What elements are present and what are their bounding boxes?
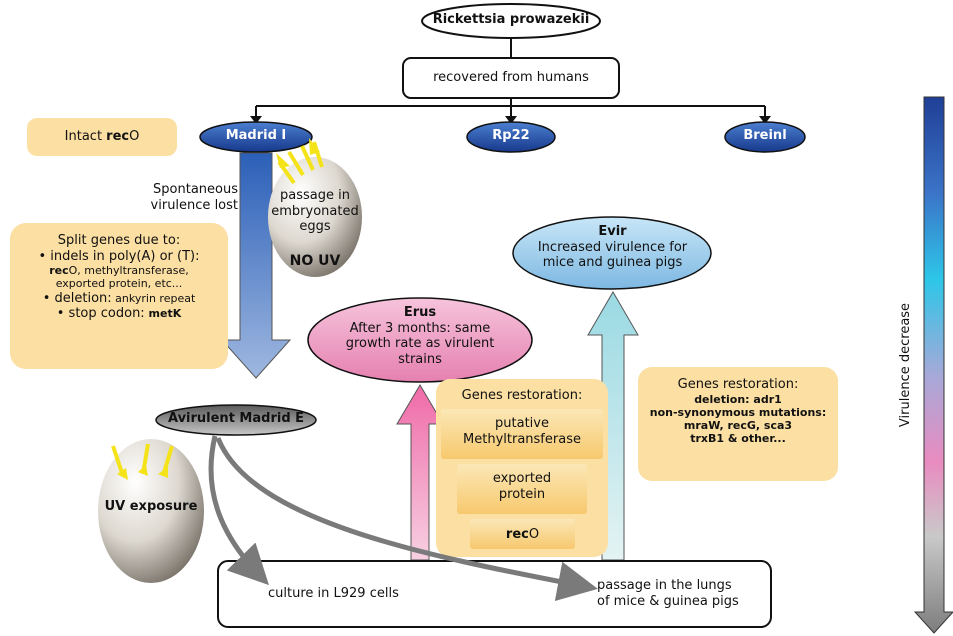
egg-passage-text: passage in embryonated eggs [271,188,359,235]
intact-text: Intact recO [64,129,140,144]
restoration1-gene2: exported protein [492,471,552,502]
breinl-ellipse [724,121,806,153]
virulence-label: Virulence decrease [898,302,913,428]
recovered-box [402,57,620,99]
erus-up-arrow [396,384,444,561]
branch-lines [255,97,766,118]
split-genes-text: Split genes due to: • indels in poly(A) … [38,233,200,322]
spontaneous-text: Spontaneous virulence lost [150,182,238,213]
recovered-text: recovered from humans [433,70,589,85]
restoration1-gene3-bar [470,519,575,549]
restoration1-gene3: recO [505,527,540,542]
breinl-label: Breinl [743,128,787,143]
evir-ellipse [512,216,712,290]
restoration2-box [638,367,838,481]
restoration1-gene1-bar [441,409,603,459]
arrowhead-rp22 [505,116,517,124]
uv-arrowheads-icon [117,465,168,480]
egg-embryonated-icon [268,157,362,277]
restoration1-gene2-bar [457,464,587,514]
arrowhead-breinl [759,116,771,124]
culture-text: culture in L929 cells [268,586,399,601]
restoration2-text: Genes restoration: deletion: adr1 non-sy… [649,377,827,446]
restoration1-gene1: putative Methyltransferase [463,416,581,447]
bottom-box [217,560,772,628]
virulence-lost-arrow [220,152,292,379]
lungs-arrow [215,437,598,602]
virulence-gradient-arrow [913,96,953,634]
restoration1-title: Genes restoration: [461,388,583,403]
title-ellipse [421,3,601,39]
title-text: Rickettsia prowazekii [432,12,590,27]
avirulent-ellipse [155,404,317,436]
no-uv-text: NO UV [289,253,341,269]
culture-arrow [208,435,269,586]
lungs-text: passage in the lungs of mice & guinea pi… [597,578,739,609]
erus-ellipse [307,297,533,383]
arrowhead-madrid [250,116,262,124]
split-genes-box [10,223,228,369]
madrid1-label: Madrid I [225,128,287,143]
madrid1-ellipse [199,121,313,153]
rp22-label: Rp22 [492,128,530,143]
evir-text: Evir Increased virulence for mice and gu… [537,224,688,271]
uv-exposure-text: UV exposure [104,499,198,514]
no-uv-arrowheads-icon [276,138,320,168]
intact-box [27,118,177,156]
evir-up-arrow [587,291,639,561]
avirulent-label: Avirulent Madrid E [167,411,305,426]
rp22-ellipse [466,121,556,153]
erus-text: Erus After 3 months: same growth rate as… [345,305,495,367]
